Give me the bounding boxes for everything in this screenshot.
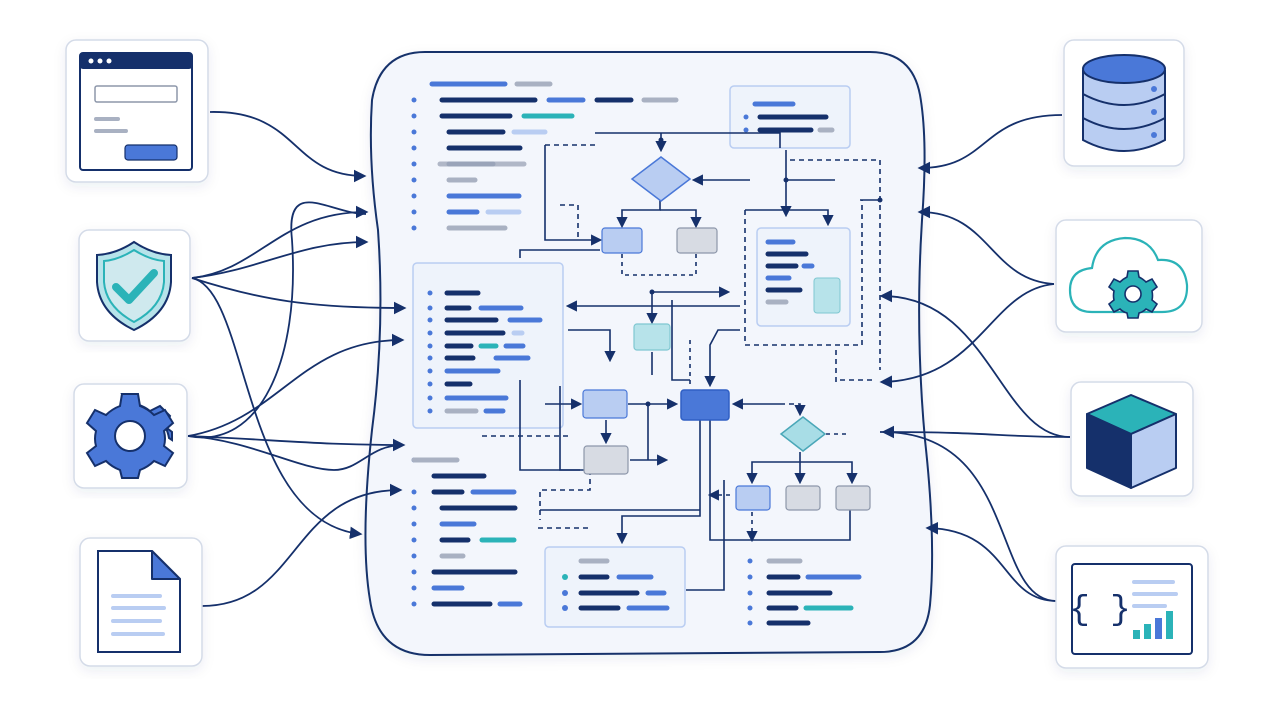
settings-gear-card[interactable] xyxy=(73,383,188,489)
document-icon xyxy=(97,550,181,653)
flow-connectors xyxy=(482,132,881,591)
security-shield-card[interactable] xyxy=(78,229,191,342)
process-node xyxy=(582,389,628,419)
database-icon xyxy=(1082,54,1166,152)
process-node xyxy=(676,227,718,254)
code-analytics-card[interactable]: { } xyxy=(1055,545,1209,669)
gear-icon xyxy=(85,393,175,479)
process-node xyxy=(835,485,871,511)
code-block-top xyxy=(411,81,679,231)
document-file-card[interactable] xyxy=(79,537,203,667)
browser-form-icon xyxy=(79,52,193,171)
code-chart-icon: { } xyxy=(1069,563,1193,655)
code-block-bottom xyxy=(411,457,523,607)
code-card-right xyxy=(756,227,851,327)
cube-module-card[interactable] xyxy=(1070,381,1194,497)
code-card-bottom xyxy=(544,546,686,628)
decision-diamond-bottom xyxy=(779,416,827,452)
process-node xyxy=(633,323,671,351)
browser-window-card[interactable] xyxy=(65,39,209,183)
code-card-left xyxy=(412,262,564,429)
code-braces-label: { } xyxy=(1069,592,1130,630)
process-node xyxy=(785,485,821,511)
code-card-top-right xyxy=(729,85,851,149)
process-node xyxy=(583,445,629,475)
cube-icon xyxy=(1086,394,1177,489)
code-block-bottom-right xyxy=(747,558,862,626)
external-connectors xyxy=(187,111,1071,607)
flow-nodes xyxy=(582,156,871,511)
cloud-gear-icon xyxy=(1068,236,1189,319)
process-node xyxy=(735,485,771,511)
cloud-settings-card[interactable] xyxy=(1055,219,1203,333)
decision-diamond-top xyxy=(630,156,692,202)
shield-check-icon xyxy=(96,240,172,332)
database-card[interactable] xyxy=(1063,39,1185,167)
central-process-node xyxy=(680,389,730,421)
process-node xyxy=(601,227,643,254)
